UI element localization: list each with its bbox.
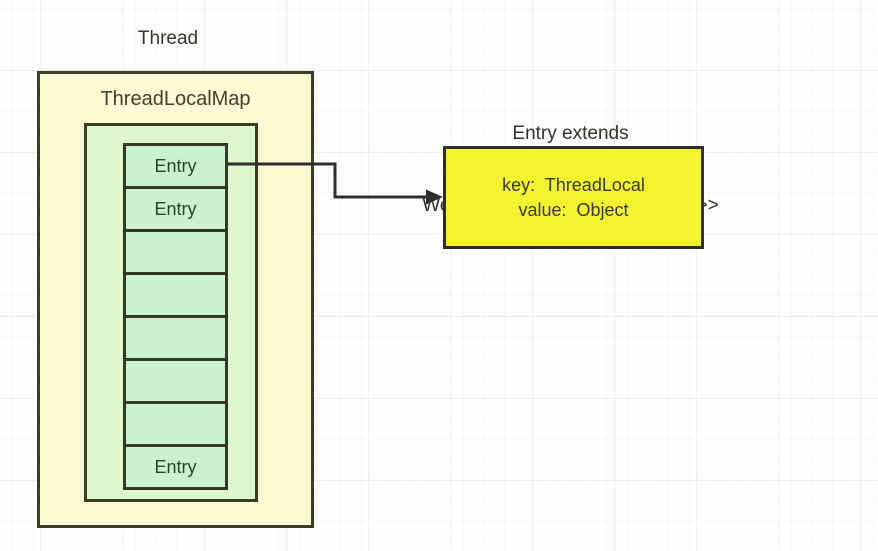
entry-cell: [126, 315, 225, 358]
entry-detail-box: key: ThreadLocal value: Object: [443, 146, 704, 249]
entry-cell: Entry: [126, 146, 225, 186]
entry-value-line: value: Object: [518, 199, 629, 220]
entry-stack: Entry Entry Entry: [123, 143, 228, 490]
entry-cell: [126, 358, 225, 401]
entry-cell: Entry: [126, 186, 225, 229]
entry-cell-label: Entry: [154, 456, 197, 477]
entry-extends-note-line1: Entry extends: [512, 123, 629, 144]
threadlocalmap-title: ThreadLocalMap: [100, 88, 251, 110]
entry-cell: Entry: [126, 444, 225, 487]
entry-cell: [126, 272, 225, 315]
entry-cell: [126, 401, 225, 444]
thread-label: Thread: [137, 28, 199, 49]
entry-cell: [126, 229, 225, 272]
entry-key-line: key: ThreadLocal: [502, 174, 645, 195]
entry-cell-label: Entry: [154, 155, 197, 176]
entry-cell-label: Entry: [154, 198, 197, 219]
